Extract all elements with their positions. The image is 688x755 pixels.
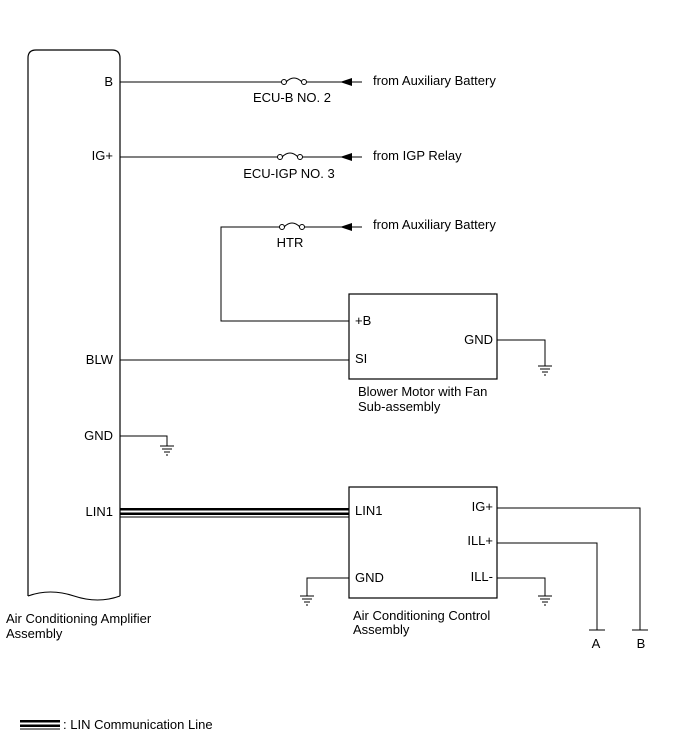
fuse-ecu-igp-symbol <box>277 152 303 160</box>
amplifier-pin-ig: IG+ <box>92 148 113 163</box>
legend: : LIN Communication Line <box>20 717 213 732</box>
arrow-icon <box>340 153 352 161</box>
blower-name-line1: Blower Motor with Fan <box>358 384 487 399</box>
blower-pin-b: +B <box>355 313 371 328</box>
blower-motor: +B SI GND Blower Motor with Fan Sub-asse… <box>348 293 498 414</box>
blower-ground <box>497 339 552 376</box>
arrow-icon <box>340 78 352 86</box>
legend-lin-label: : LIN Communication Line <box>63 717 213 732</box>
fuse-ecu-b-symbol <box>281 77 307 85</box>
circuit-htr: HTR from Auxiliary Battery <box>220 217 496 322</box>
control-pin-ill-minus: ILL- <box>471 569 493 584</box>
fuse-htr-label: HTR <box>277 235 304 250</box>
fuse-htr-symbol <box>279 222 305 230</box>
control-name-line1: Air Conditioning Control <box>353 608 490 623</box>
amplifier-name-line1: Air Conditioning Amplifier <box>6 611 152 626</box>
blower-name-line2: Sub-assembly <box>358 399 441 414</box>
control-pin-gnd: GND <box>355 570 384 585</box>
amplifier-pin-lin1: LIN1 <box>86 504 113 519</box>
fuse-ecu-b-label: ECU-B NO. 2 <box>253 90 331 105</box>
source-aux-battery-2: from Auxiliary Battery <box>373 217 496 232</box>
amplifier-ground <box>120 435 174 456</box>
control-ground-left <box>300 577 349 606</box>
blower-pin-gnd: GND <box>464 332 493 347</box>
amplifier-pin-blw: BLW <box>86 352 114 367</box>
amplifier-body <box>27 49 121 596</box>
ground-icon <box>300 595 314 606</box>
control-ground-ill-minus <box>497 577 552 606</box>
source-aux-battery-1: from Auxiliary Battery <box>373 73 496 88</box>
source-igp-relay: from IGP Relay <box>373 148 462 163</box>
amplifier-pin-b: B <box>104 74 113 89</box>
lin-communication-line <box>120 508 349 518</box>
connector-b-label: B <box>637 636 646 651</box>
amplifier-pin-gnd: GND <box>84 428 113 443</box>
wire-control-ig: B <box>497 507 648 651</box>
amplifier-name-line2: Assembly <box>6 626 63 641</box>
control-name-line2: Assembly <box>353 622 410 637</box>
circuit-b: ECU-B NO. 2 from Auxiliary Battery <box>120 73 496 105</box>
blower-pin-si: SI <box>355 351 367 366</box>
ground-icon <box>160 445 174 456</box>
control-pin-ill-plus: ILL+ <box>467 533 493 548</box>
ground-icon <box>538 365 552 376</box>
wire-ill-plus: A <box>497 542 605 651</box>
control-pin-ig: IG+ <box>472 499 493 514</box>
arrow-icon <box>340 223 352 231</box>
control-assembly: LIN1 GND IG+ ILL+ ILL- Air Conditioning … <box>348 486 498 637</box>
connector-a-label: A <box>592 636 601 651</box>
fuse-ecu-igp-label: ECU-IGP NO. 3 <box>243 166 335 181</box>
amplifier-break-line <box>27 591 121 601</box>
circuit-ig: ECU-IGP NO. 3 from IGP Relay <box>120 148 462 181</box>
ground-icon <box>538 595 552 606</box>
control-pin-lin1: LIN1 <box>355 503 382 518</box>
